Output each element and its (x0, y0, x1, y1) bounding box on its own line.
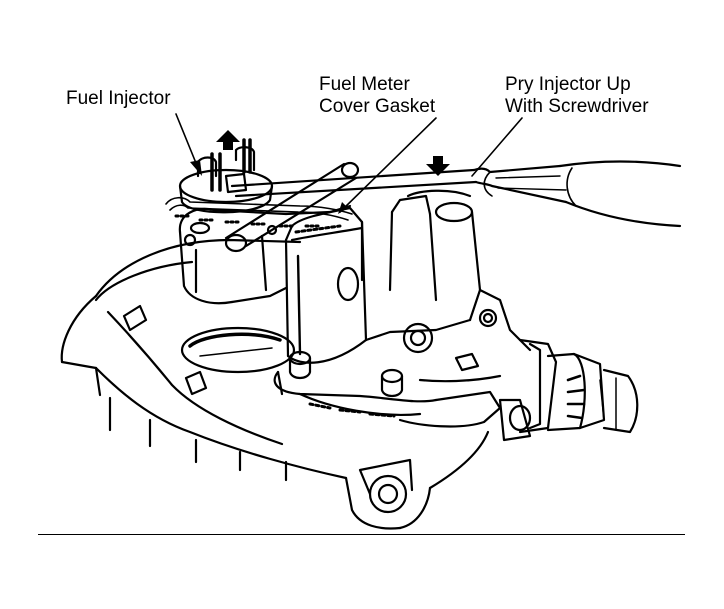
label-fuel-meter-cover-gasket: Fuel Meter Cover Gasket (319, 74, 435, 118)
cover-gasket (165, 196, 353, 234)
label-pry-line-1: Pry Injector Up (505, 74, 631, 95)
fuel-inlet-fitting (498, 338, 639, 442)
leader-pry (471, 117, 523, 177)
bottom-divider (38, 534, 685, 535)
leader-fuel-injector (175, 113, 199, 169)
screwdriver (230, 160, 682, 228)
fuel-meter-cover (284, 189, 482, 364)
leader-gasket (339, 117, 437, 213)
lever-rod (224, 161, 360, 253)
label-pry-injector: Pry Injector Up With Screwdriver (505, 74, 649, 118)
lower-plate (273, 288, 532, 428)
bottom-boss (358, 458, 414, 514)
arrow-up-icon (216, 130, 240, 150)
label-pry-line-2: With Screwdriver (505, 96, 649, 117)
leader-arrowhead-gasket (338, 202, 348, 214)
mounting-screws (189, 221, 404, 398)
label-gasket-line-1: Fuel Meter (319, 74, 410, 95)
arrow-down-icon (426, 156, 450, 176)
throttle-body-base (60, 238, 490, 530)
fuel-injector (178, 138, 274, 214)
leader-lines (175, 113, 523, 213)
leader-arrowhead-injector (190, 160, 202, 176)
label-fuel-injector-text: Fuel Injector (66, 88, 171, 109)
label-fuel-injector: Fuel Injector (66, 88, 171, 110)
throttle-bore (122, 304, 296, 396)
label-gasket-line-2: Cover Gasket (319, 96, 436, 117)
